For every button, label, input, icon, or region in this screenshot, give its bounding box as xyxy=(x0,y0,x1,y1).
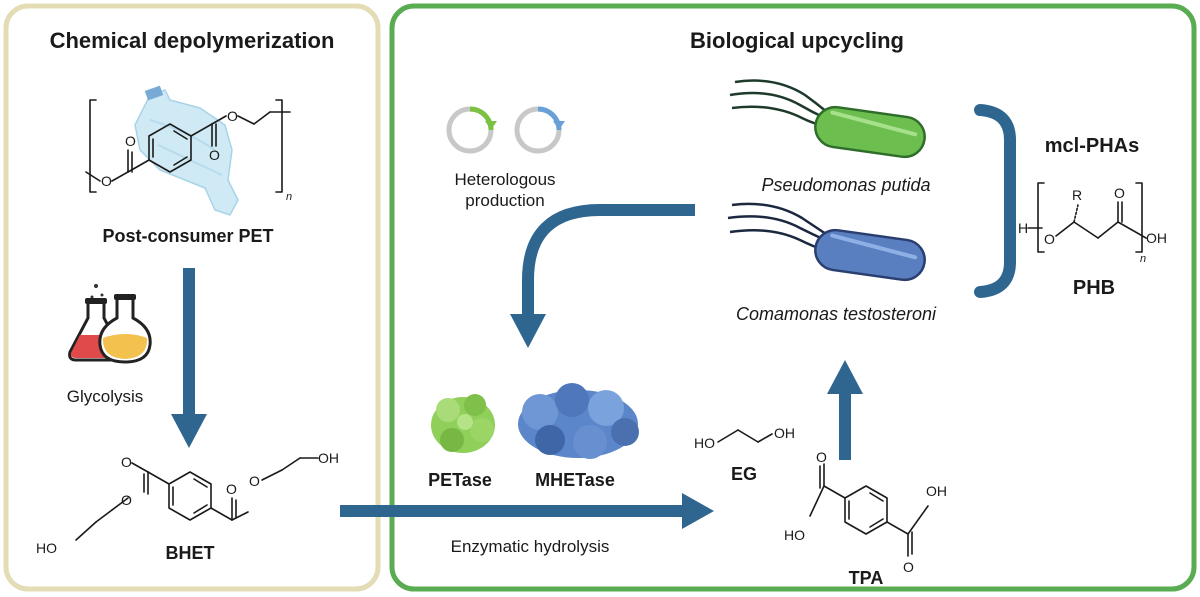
arrow-bacteria-to-enzymes xyxy=(510,204,695,348)
eg-atom-ho: HO xyxy=(694,435,715,451)
eg-atom-oh: OH xyxy=(774,425,795,441)
pet-atom-o4: O xyxy=(227,108,238,124)
bhet-atom-o1: O xyxy=(121,454,132,470)
bhet-atom-o3: O xyxy=(226,481,237,497)
arrow-bhet-to-tpa xyxy=(340,493,714,529)
phb-atom-h: H xyxy=(1018,220,1028,236)
bacterium-icon xyxy=(729,79,926,159)
bhet-atom-ho: HO xyxy=(36,540,57,556)
mcl-phas-label: mcl-PHAs xyxy=(1045,135,1139,157)
mhetase-label: MHETase xyxy=(535,470,615,490)
enzyme-protein-icon xyxy=(518,383,639,459)
tpa-structure: O HO OH O xyxy=(784,449,947,575)
production-label: production xyxy=(465,191,544,210)
bhet-atom-o4: O xyxy=(249,473,260,489)
biological-panel-title: Biological upcycling xyxy=(690,28,904,53)
bhet-label: BHET xyxy=(166,543,215,563)
recycle-cycle-icon xyxy=(446,106,565,154)
lab-flasks-icon xyxy=(68,284,152,364)
phb-atom-oh: OH xyxy=(1146,230,1167,246)
pet-atom-o1: O xyxy=(125,133,136,149)
heterologous-label: Heterologous xyxy=(454,170,555,189)
chemical-panel-title: Chemical depolymerization xyxy=(50,28,335,53)
phb-label: PHB xyxy=(1073,277,1115,299)
tpa-atom-o1: O xyxy=(816,449,827,465)
tpa-atom-ho: HO xyxy=(784,527,805,543)
enzymatic-hydrolysis-label: Enzymatic hydrolysis xyxy=(451,537,610,556)
bacterium-icon xyxy=(727,202,926,282)
biological-panel xyxy=(389,3,1197,592)
pet-atom-o2: O xyxy=(101,173,112,189)
phb-structure: H O R O OH n xyxy=(1018,182,1167,265)
pet-subscript-n: n xyxy=(286,191,292,203)
eg-structure: HO OH xyxy=(694,425,795,451)
chemical-panel xyxy=(3,3,381,592)
bhet-atom-oh: OH xyxy=(318,450,339,466)
plastic-bottle-icon xyxy=(134,85,239,216)
arrow-pet-to-bhet xyxy=(171,268,207,448)
phb-atom-r: R xyxy=(1072,187,1082,203)
bhet-atom-o2: O xyxy=(121,492,132,508)
petase-label: PETase xyxy=(428,470,492,490)
tpa-label: TPA xyxy=(849,568,884,588)
glycolysis-label: Glycolysis xyxy=(67,387,144,406)
comamonas-label: Comamonas testosteroni xyxy=(736,304,937,324)
phb-atom-o1: O xyxy=(1044,231,1055,247)
bacteria-bracket xyxy=(974,104,1016,298)
pseudomonas-label: Pseudomonas putida xyxy=(761,175,930,195)
enzyme-protein-icon xyxy=(431,394,495,453)
eg-label: EG xyxy=(731,464,757,484)
bhet-structure: O O O O OH HO xyxy=(36,450,339,556)
pet-structure: O O O O n xyxy=(85,99,292,203)
tpa-atom-oh: OH xyxy=(926,483,947,499)
tpa-atom-o2: O xyxy=(903,559,914,575)
arrow-tpa-to-bacteria xyxy=(827,360,863,460)
pet-atom-o3: O xyxy=(209,147,220,163)
post-consumer-pet-label: Post-consumer PET xyxy=(102,226,273,246)
phb-subscript-n: n xyxy=(1140,253,1146,265)
phb-atom-o2: O xyxy=(1114,185,1125,201)
